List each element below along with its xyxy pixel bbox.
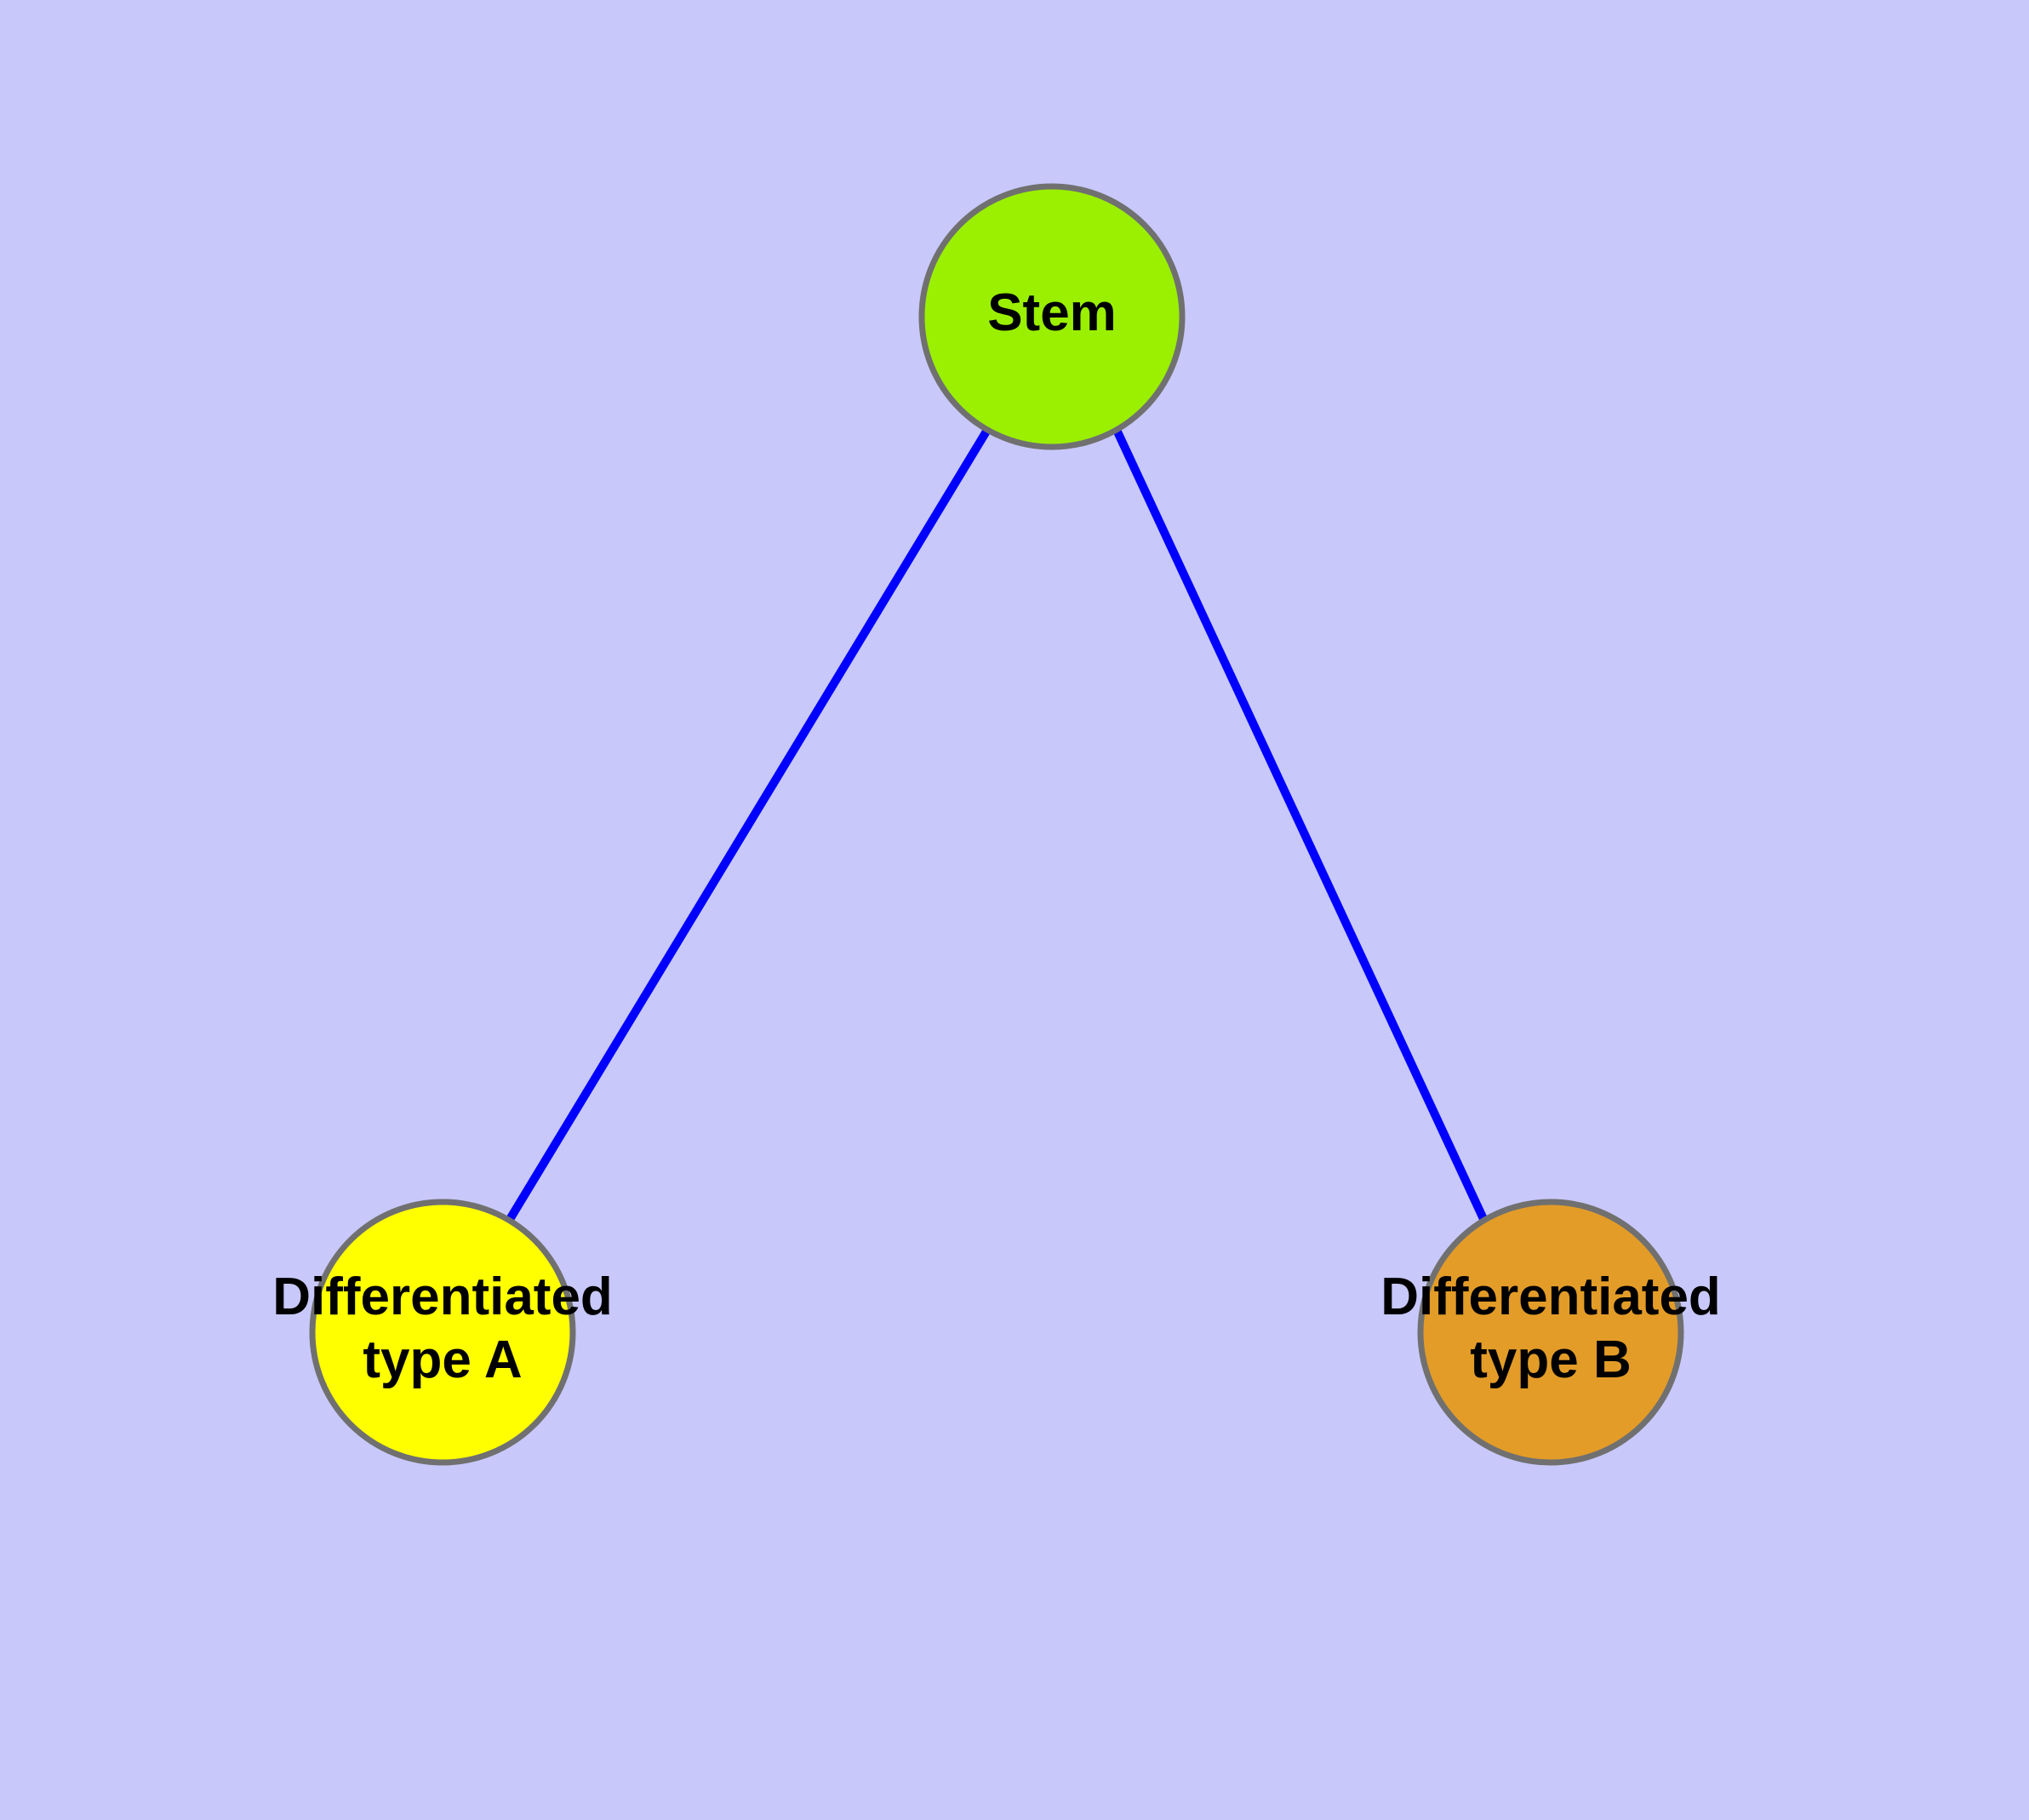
graph-edge-stem-to-diff-b[interactable] [1112,427,1489,1223]
graph-node-diff-a[interactable] [309,1199,576,1466]
label-line: Differentiated [1380,1268,1721,1326]
edges-layer [505,427,1489,1223]
label-line: type B [1470,1331,1631,1389]
graph-node-label-stem: Stem [987,283,1117,342]
label-line: type A [363,1331,522,1389]
graph-node-diff-b[interactable] [1417,1199,1684,1466]
graph-edge-stem-to-diff-a[interactable] [505,427,992,1223]
label-line: Stem [987,283,1117,342]
graph-node-stem[interactable] [918,183,1186,450]
label-line: Differentiated [272,1268,613,1326]
nodes-layer [309,183,1684,1466]
